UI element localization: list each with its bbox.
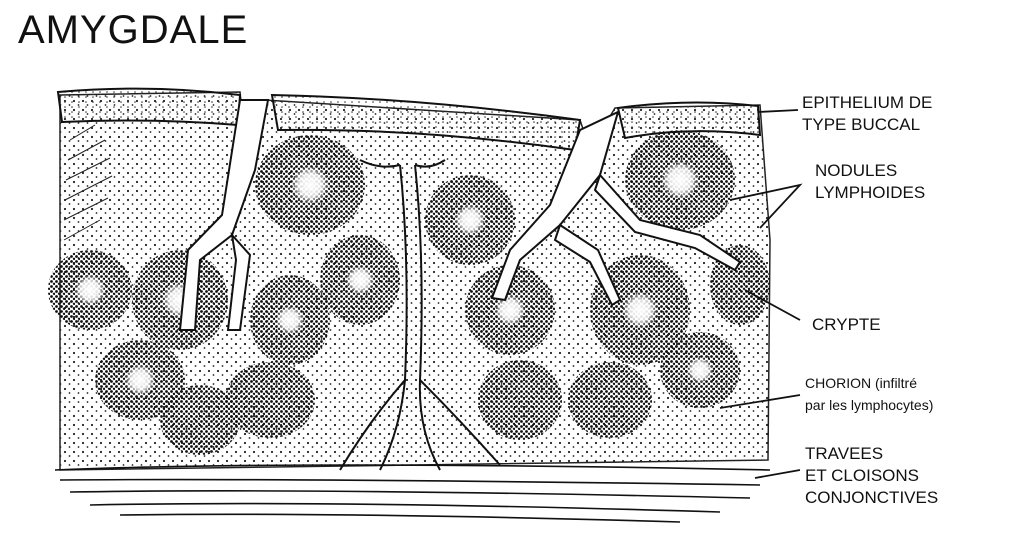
connective-trabeculae xyxy=(55,465,770,522)
label-nodules: NODULES LYMPHOIDES xyxy=(815,160,925,204)
label-travees: TRAVEES ET CLOISONS CONJONCTIVES xyxy=(805,443,938,509)
label-crypte: CRYPTE xyxy=(812,314,881,336)
epithelium-band-left xyxy=(58,89,240,125)
label-chorion: CHORION (infiltré par les lymphocytes) xyxy=(805,372,933,416)
leader-epithelium xyxy=(758,110,798,112)
label-epithelium: EPITHELIUM DE TYPE BUCCAL xyxy=(802,92,932,136)
leader-travees xyxy=(755,470,800,478)
